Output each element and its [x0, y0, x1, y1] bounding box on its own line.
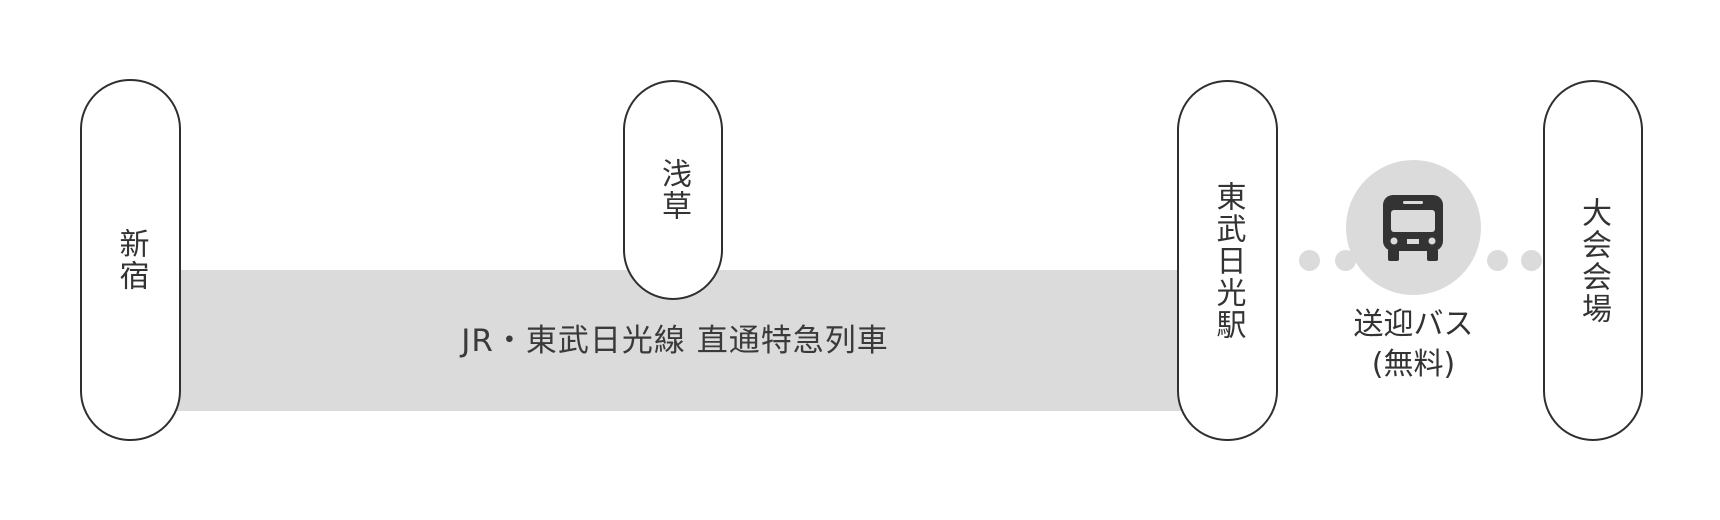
- station-tobu-nikko: 東武日光駅: [1177, 80, 1278, 441]
- station-venue-label: 大会会場: [1576, 196, 1611, 325]
- bus-label-line2: (無料): [1371, 347, 1456, 382]
- connector-dot: [1487, 250, 1508, 271]
- station-tobu-nikko-label: 東武日光駅: [1210, 180, 1246, 341]
- bus-label-line1: 送迎バス: [1353, 307, 1474, 342]
- station-shinjuku-label: 新宿: [113, 228, 149, 292]
- station-asakusa-label: 浅草: [656, 158, 691, 222]
- station-venue: 大会会場: [1543, 80, 1643, 441]
- connector-dot: [1299, 250, 1320, 271]
- bus-icon: [1383, 195, 1443, 261]
- station-shinjuku: 新宿: [80, 79, 181, 441]
- station-asakusa: 浅草: [623, 80, 723, 300]
- connector-dot: [1335, 250, 1356, 271]
- train-route-label: JR・東武日光線 直通特急列車: [461, 323, 889, 359]
- connector-dot: [1521, 250, 1542, 271]
